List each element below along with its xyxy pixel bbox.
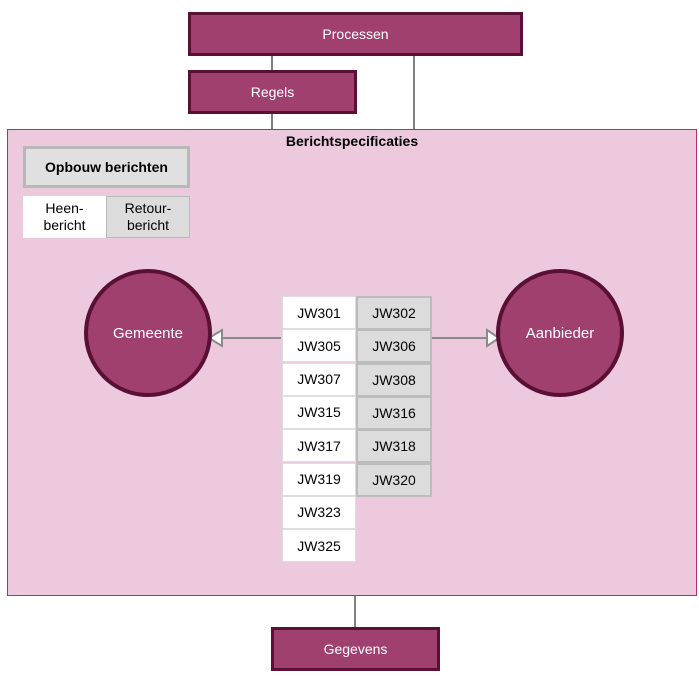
heenbericht-jw307: JW307 — [282, 362, 356, 396]
heenbericht-jw301: JW301 — [282, 296, 356, 329]
retourbericht-jw320: JW320 — [356, 462, 432, 497]
connector-processen-regels — [271, 55, 273, 71]
container-title: Berichtspecificaties — [285, 133, 419, 149]
legend-heen-line1: Heen- — [45, 200, 84, 216]
heenbericht-jw325: JW325 — [282, 529, 356, 563]
arrow-to-aanbieder-head — [486, 328, 501, 348]
connector-regels-container — [271, 113, 273, 130]
retourbericht-jw318: JW318 — [356, 429, 432, 464]
gemeente-circle: Gemeente — [84, 269, 212, 397]
retourbericht-jw316: JW316 — [356, 395, 432, 430]
heenbericht-jw315: JW315 — [282, 395, 356, 429]
aanbieder-circle: Aanbieder — [496, 269, 624, 397]
legend-retour-line1: Retour- — [124, 200, 172, 216]
retourbericht-jw302: JW302 — [356, 296, 432, 330]
heenbericht-jw305: JW305 — [282, 329, 356, 363]
connector-processen-container — [413, 55, 415, 130]
retourbericht-jw306: JW306 — [356, 329, 432, 364]
connector-container-gegevens — [354, 596, 356, 627]
legend-heen-line2: bericht — [43, 217, 86, 233]
legend-retourbericht: Retour-bericht — [106, 196, 190, 238]
heenbericht-jw319: JW319 — [282, 462, 356, 496]
legend-retour-line2: bericht — [126, 217, 170, 233]
regels-box: Regels — [188, 70, 357, 114]
retourbericht-jw308: JW308 — [356, 362, 432, 397]
legend-heenbericht: Heen-bericht — [23, 196, 106, 238]
heenbericht-jw323: JW323 — [282, 495, 356, 529]
processen-box: Processen — [188, 12, 523, 56]
legend-title: Opbouw berichten — [23, 146, 190, 188]
gegevens-box: Gegevens — [271, 627, 440, 671]
heenbericht-jw317: JW317 — [282, 429, 356, 463]
arrow-to-gemeente-head — [207, 328, 223, 348]
